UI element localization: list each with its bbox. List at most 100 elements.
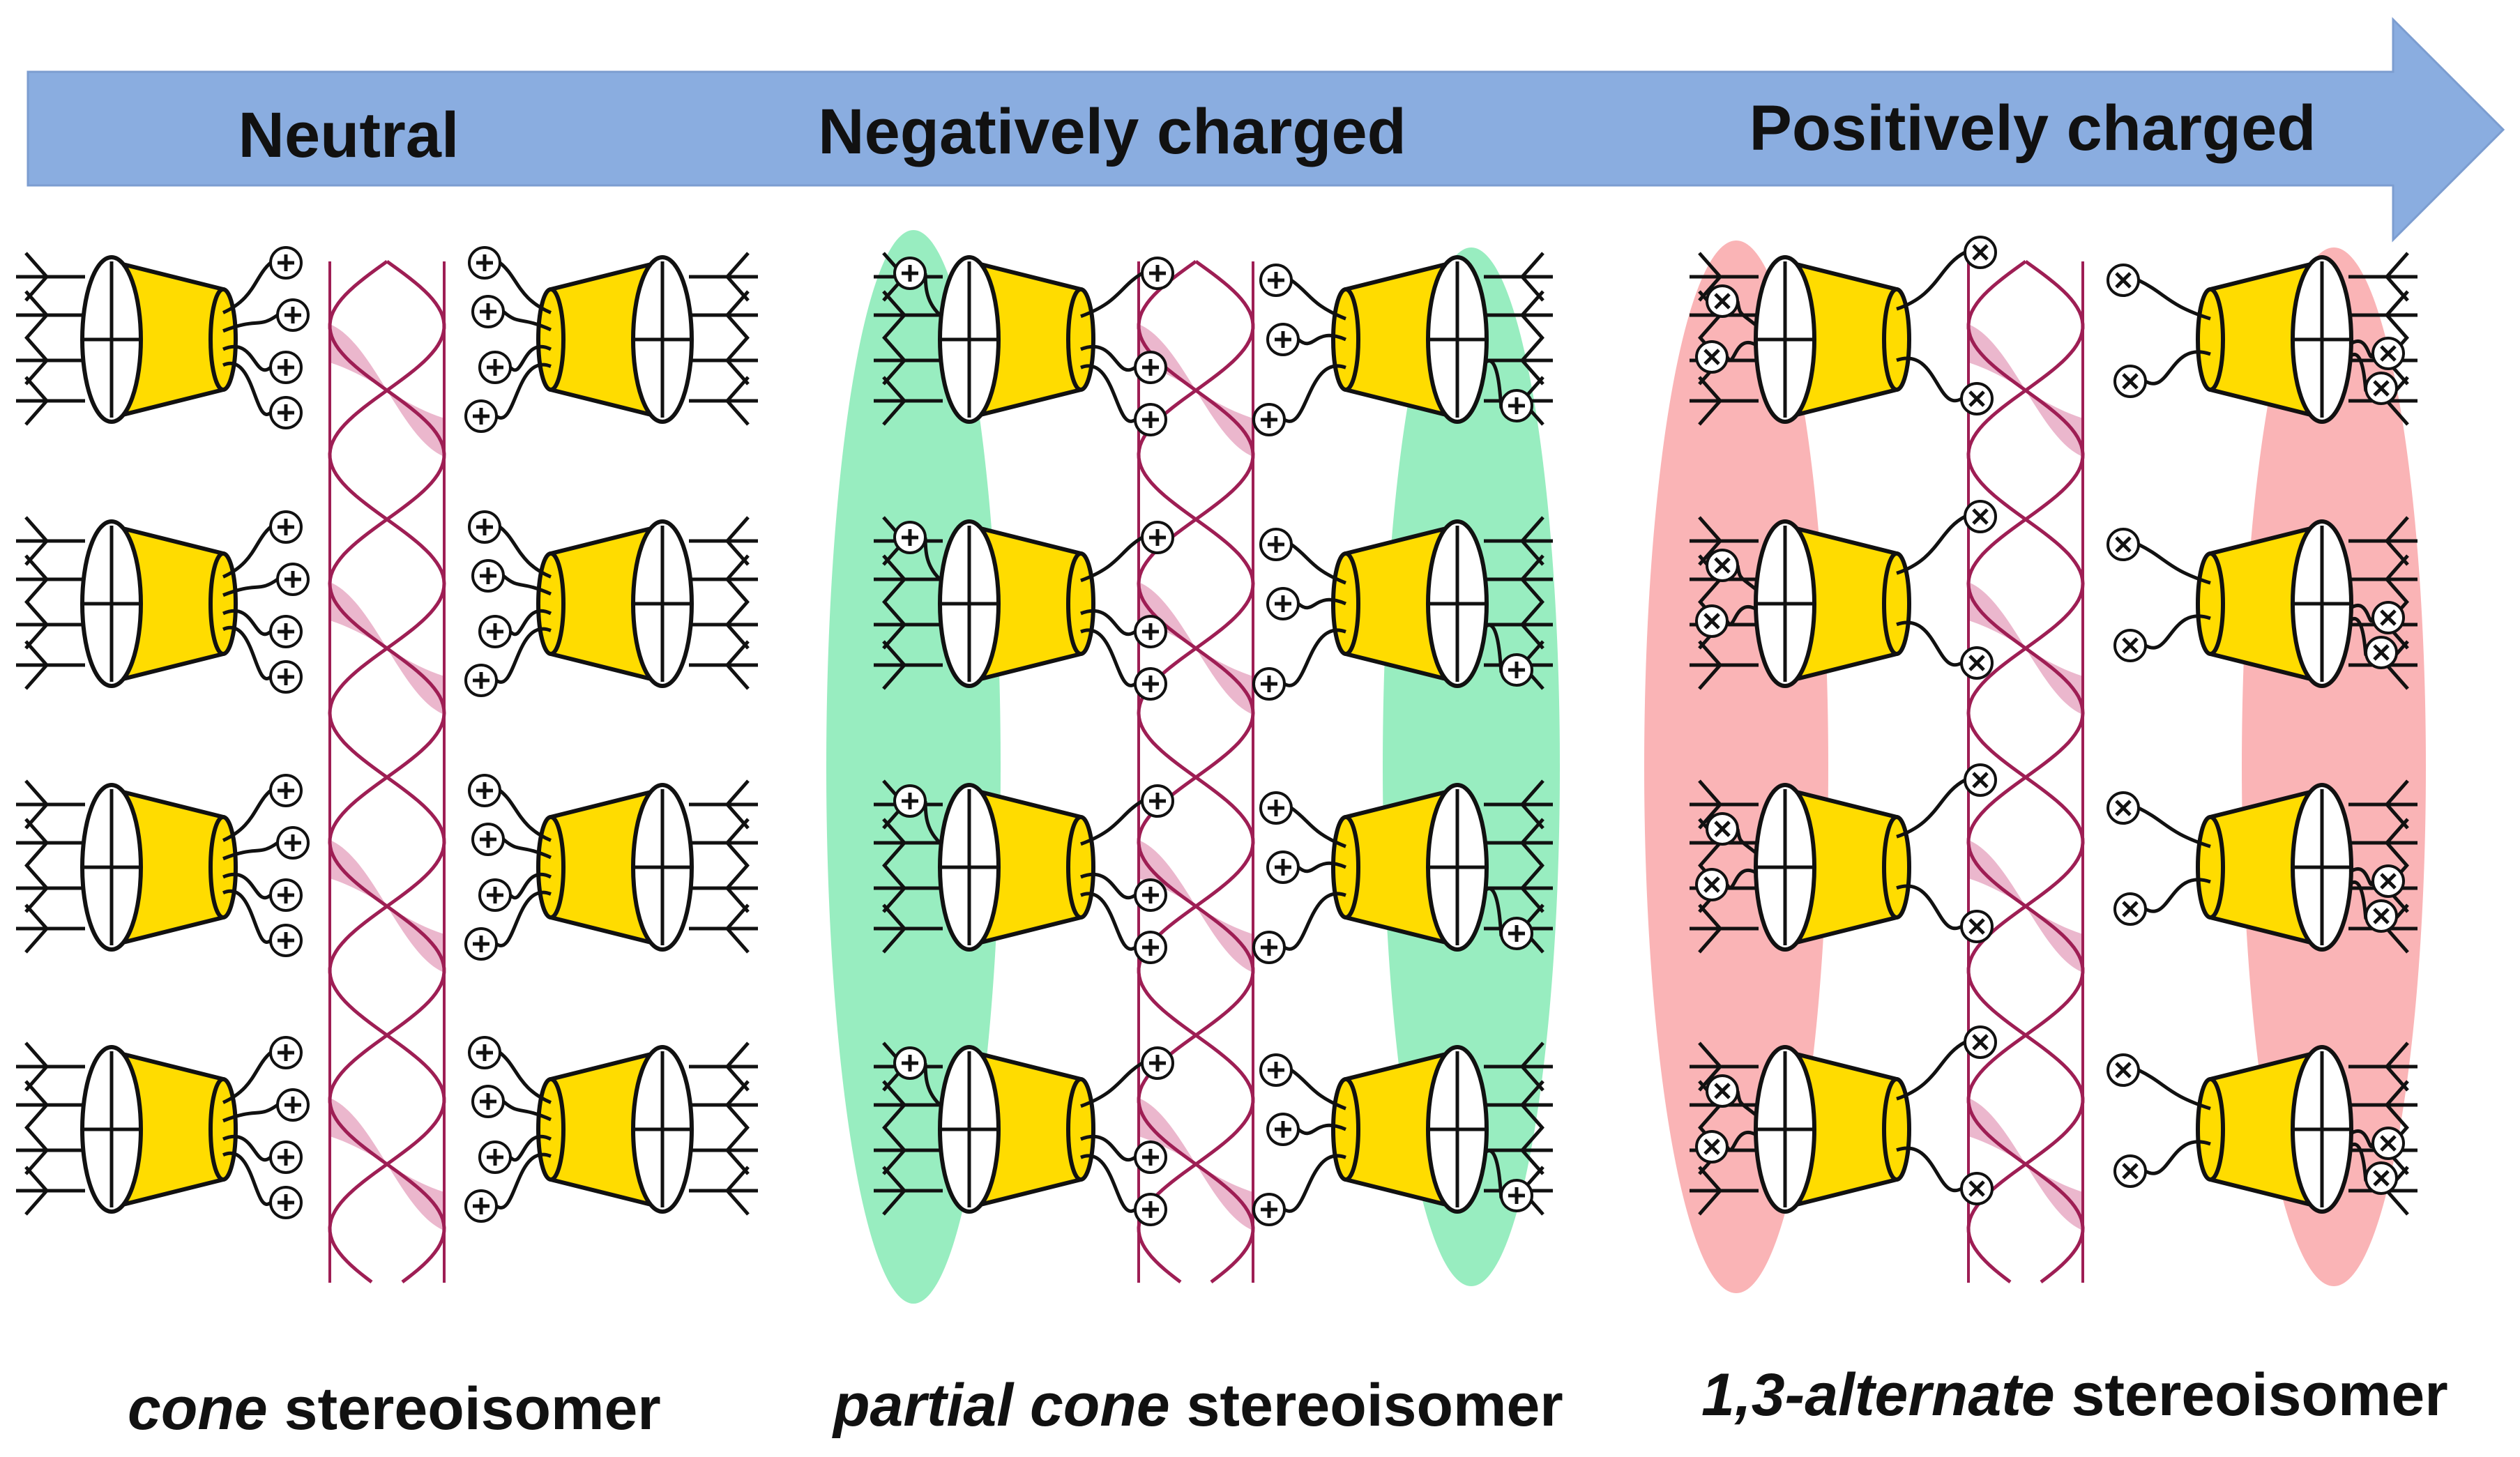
- charge-group: [2365, 372, 2398, 405]
- calixarene-cone: [874, 252, 1095, 426]
- bond: [24, 399, 48, 426]
- bond: [726, 600, 750, 626]
- charge-group: [2113, 892, 2147, 926]
- tert-butyl-group: [689, 600, 758, 650]
- bond: [1521, 1080, 1544, 1106]
- cone-narrow-rim: [2196, 551, 2225, 656]
- bond: [1521, 314, 1544, 340]
- charged-chains: [2107, 264, 2211, 398]
- charged-chains: [1080, 1046, 1174, 1226]
- charge-group: [471, 823, 505, 856]
- bond: [882, 863, 906, 890]
- cone-narrow-rim: [1066, 1077, 1095, 1182]
- charge-group: [2107, 791, 2140, 825]
- tert-butyl-group: [1484, 818, 1553, 868]
- charge-group: [1500, 1179, 1533, 1212]
- charge-mark: [1968, 1180, 1985, 1197]
- tert-butyl-group: [689, 554, 758, 604]
- helix-strand: [1137, 259, 1255, 1283]
- alkyl-chain: [1297, 597, 1347, 610]
- alkyl-chain: [502, 310, 552, 332]
- arrow-shape: [26, 17, 2505, 243]
- cone-narrow-rim: [536, 551, 566, 656]
- calixarene-cone: [2196, 779, 2417, 954]
- charge-group: [1500, 389, 1533, 422]
- bond: [726, 252, 750, 278]
- tert-butyl-group: [2348, 290, 2417, 340]
- charge-mark: [2380, 1135, 2397, 1152]
- charge-group: [2371, 337, 2405, 370]
- charged-chains: [1252, 528, 1347, 701]
- bond: [1698, 252, 1722, 278]
- alkyl-chain: [1080, 364, 1137, 423]
- cone-narrow-rim: [1882, 815, 1911, 920]
- calixarene-cone: [16, 1042, 238, 1216]
- tert-butyl-group: [1690, 903, 1759, 954]
- charged-chains: [1695, 549, 1759, 638]
- alkyl-chain: [222, 841, 279, 861]
- charge-mark: [1968, 390, 1985, 407]
- tert-butyl-group: [874, 1166, 943, 1216]
- bond: [726, 578, 750, 604]
- charge-group: [2107, 264, 2140, 297]
- alkyl-chain: [1725, 340, 1759, 362]
- charged-chains: [893, 257, 943, 318]
- bond: [726, 516, 750, 542]
- calixarene-cone: [16, 779, 238, 954]
- alkyl-chain: [1080, 535, 1144, 583]
- charge-group: [893, 521, 927, 554]
- progression-arrow: Neutral Negatively charged Positively ch…: [26, 17, 2505, 243]
- alkyl-chain: [1290, 1068, 1346, 1111]
- cone-narrow-rim: [208, 287, 238, 392]
- charge-group: [478, 1141, 512, 1174]
- charged-chains: [2348, 1127, 2405, 1195]
- calixarene-cone: [16, 516, 238, 690]
- tert-butyl-group: [874, 554, 943, 604]
- charge-group: [471, 1085, 505, 1118]
- bond: [1698, 376, 1722, 402]
- charge-group: [269, 660, 303, 694]
- tert-butyl-group: [874, 376, 943, 426]
- bond: [882, 1189, 906, 1216]
- cone-narrow-rim: [1066, 551, 1095, 656]
- tert-butyl-group: [16, 1166, 85, 1216]
- calixarene-cone: [1331, 516, 1553, 690]
- cone-narrow-rim: [1066, 287, 1095, 392]
- bond: [882, 1125, 906, 1152]
- charge-mark: [2373, 644, 2390, 661]
- charged-chains: [893, 784, 943, 846]
- alkyl-chain: [222, 609, 272, 636]
- alkyl-chain: [1896, 250, 1966, 311]
- bond: [1521, 1125, 1544, 1152]
- charged-chains: [893, 521, 943, 582]
- panel-cone: [16, 246, 758, 1283]
- charged-chains: [222, 774, 310, 957]
- charged-chains: [2107, 528, 2211, 662]
- charge-group: [1964, 1025, 1997, 1059]
- cone-narrow-rim: [2196, 815, 2225, 920]
- tert-butyl-group: [16, 376, 85, 426]
- alkyl-chain: [1283, 892, 1346, 951]
- charged-chains: [1896, 763, 1997, 943]
- charged-chains: [1080, 521, 1174, 701]
- label-neutral: Neutral: [238, 100, 460, 171]
- charge-group: [464, 664, 498, 697]
- helix-strand: [1966, 259, 2085, 1283]
- charged-chains: [893, 1046, 943, 1108]
- charge-group: [1259, 264, 1293, 297]
- cone-narrow-rim: [536, 287, 566, 392]
- charge-group: [269, 396, 303, 429]
- charge-mark: [1968, 655, 1985, 671]
- charge-mark: [1714, 557, 1731, 574]
- alkyl-chain: [1896, 356, 1963, 403]
- charge-group: [1252, 931, 1286, 964]
- tert-butyl-group: [2348, 554, 2417, 604]
- tert-butyl-group: [16, 554, 85, 604]
- tert-butyl-group: [689, 1166, 758, 1216]
- charge-mark: [2122, 373, 2139, 390]
- charged-chains: [1484, 887, 1533, 950]
- charge-group: [269, 510, 303, 544]
- alkyl-chain: [222, 344, 272, 372]
- charge-group: [269, 1036, 303, 1069]
